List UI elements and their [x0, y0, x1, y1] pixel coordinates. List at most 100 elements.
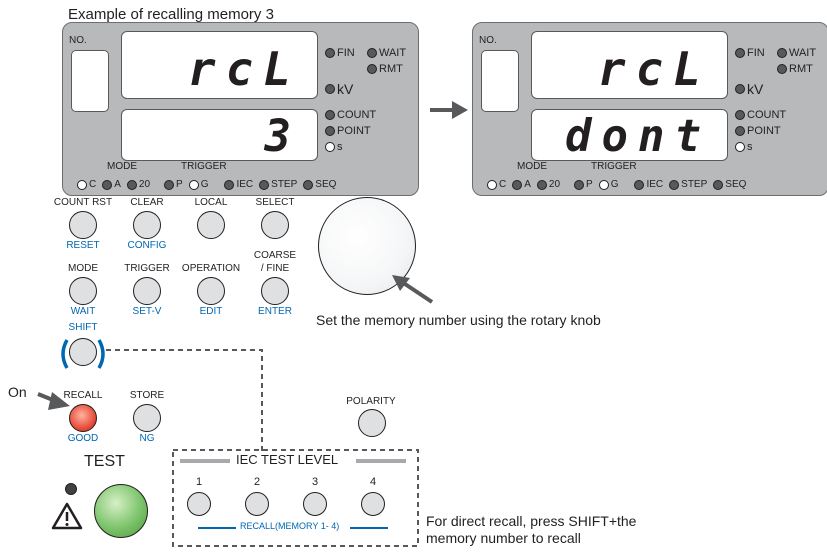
coarse-label: COARSE — [253, 250, 297, 261]
mode-label: MODE — [68, 263, 98, 274]
polarity-label: POLARITY — [346, 396, 396, 407]
recall-line-left — [198, 527, 236, 529]
led-icon — [735, 48, 745, 58]
clear-label: CLEAR — [130, 197, 164, 208]
voltage-display-text: rcL — [597, 42, 711, 96]
iec-level-4-button[interactable] — [361, 492, 385, 516]
iec-level-2-label: 2 — [254, 476, 261, 488]
recall-label: RECALL — [63, 390, 103, 401]
mode-button[interactable] — [69, 277, 97, 305]
fin-indicator: FIN — [735, 47, 765, 59]
voltage-display: rcL — [531, 31, 728, 99]
good-label: GOOD — [67, 433, 99, 444]
count-rst-label: COUNT RST — [53, 197, 113, 208]
test-button[interactable] — [94, 484, 148, 538]
led-icon — [634, 179, 645, 190]
mode-group-label: MODE — [517, 161, 547, 172]
iec-bar-left — [180, 459, 230, 463]
trigger-group-label: TRIGGER — [181, 161, 227, 172]
led-icon — [126, 179, 137, 190]
led-icon — [367, 48, 377, 58]
led-icon — [487, 179, 497, 190]
led-icon — [512, 179, 523, 190]
warning-icon — [51, 502, 83, 530]
status-row: C A 20 P G IEC STEP SEQ — [77, 179, 336, 190]
led-icon — [669, 179, 680, 190]
voltage-display-text: rcL — [187, 42, 301, 96]
figure-title: Example of recalling memory 3 — [68, 6, 274, 23]
recall-button[interactable] — [69, 404, 97, 432]
recall-memory-label: RECALL(MEMORY 1- 4) — [240, 521, 340, 531]
status-row: C A 20 P G IEC STEP SEQ — [487, 179, 746, 190]
led-icon — [536, 179, 547, 190]
count-rst-button[interactable] — [69, 211, 97, 239]
edit-label: EDIT — [199, 306, 223, 317]
led-icon — [777, 64, 787, 74]
led-icon — [574, 179, 585, 190]
led-icon — [303, 179, 314, 190]
point-indicator: POINT — [735, 125, 781, 137]
fin-indicator: FIN — [325, 47, 355, 59]
no-display — [71, 50, 109, 112]
shift-button[interactable] — [69, 338, 97, 366]
led-icon — [188, 179, 199, 190]
display-panel-before: NO. rcL 3 FIN WAIT RMT kV COUNT POINT s … — [62, 22, 419, 196]
led-icon — [102, 179, 113, 190]
iec-level-1-button[interactable] — [187, 492, 211, 516]
led-icon — [367, 64, 377, 74]
kv-indicator: kV — [325, 81, 353, 97]
led-icon — [735, 110, 745, 120]
operation-button[interactable] — [197, 277, 225, 305]
led-icon — [325, 48, 335, 58]
clear-button[interactable] — [133, 211, 161, 239]
local-button[interactable] — [197, 211, 225, 239]
polarity-button[interactable] — [358, 409, 386, 437]
mode-group-label: MODE — [107, 161, 137, 172]
config-label: CONFIG — [127, 240, 167, 251]
shift-pressed-icon — [61, 339, 105, 369]
iec-bar-right — [356, 459, 406, 463]
iec-level-3-button[interactable] — [303, 492, 327, 516]
led-icon — [735, 84, 745, 94]
led-icon — [259, 179, 270, 190]
point-indicator: POINT — [325, 125, 371, 137]
led-icon — [224, 179, 235, 190]
count-indicator: COUNT — [735, 109, 786, 121]
test-indicator-led — [65, 483, 77, 495]
trigger-button[interactable] — [133, 277, 161, 305]
store-label: STORE — [129, 390, 165, 401]
shift-label: SHIFT — [68, 322, 98, 333]
count-display-text: dont — [565, 111, 711, 162]
store-button[interactable] — [133, 404, 161, 432]
fine-label: / FINE — [260, 263, 290, 274]
no-label: NO. — [69, 35, 87, 46]
coarse-fine-button[interactable] — [261, 277, 289, 305]
iec-level-4-label: 4 — [370, 476, 377, 488]
led-icon — [325, 110, 335, 120]
trigger-label: TRIGGER — [124, 263, 170, 274]
enter-label: ENTER — [258, 306, 292, 317]
wait-indicator: WAIT — [367, 47, 406, 59]
iec-level-2-button[interactable] — [245, 492, 269, 516]
on-label: On — [8, 384, 27, 400]
test-label: TEST — [84, 453, 125, 470]
voltage-display: rcL — [121, 31, 318, 99]
led-icon — [713, 179, 724, 190]
led-icon — [598, 179, 609, 190]
led-icon — [735, 142, 745, 152]
led-icon — [325, 142, 335, 152]
select-button[interactable] — [261, 211, 289, 239]
iec-title: IEC TEST LEVEL — [236, 452, 339, 467]
wait-label: WAIT — [70, 306, 96, 317]
no-display — [481, 50, 519, 112]
no-label: NO. — [479, 35, 497, 46]
count-display: 3 — [121, 109, 318, 162]
right-arrow-icon — [430, 101, 468, 119]
select-label: SELECT — [255, 197, 295, 208]
iec-level-1-label: 1 — [196, 476, 203, 488]
direct-recall-caption-2: memory number to recall — [426, 530, 581, 546]
s-indicator: s — [325, 141, 343, 153]
led-icon — [325, 126, 335, 136]
wait-indicator: WAIT — [777, 47, 816, 59]
count-indicator: COUNT — [325, 109, 376, 121]
